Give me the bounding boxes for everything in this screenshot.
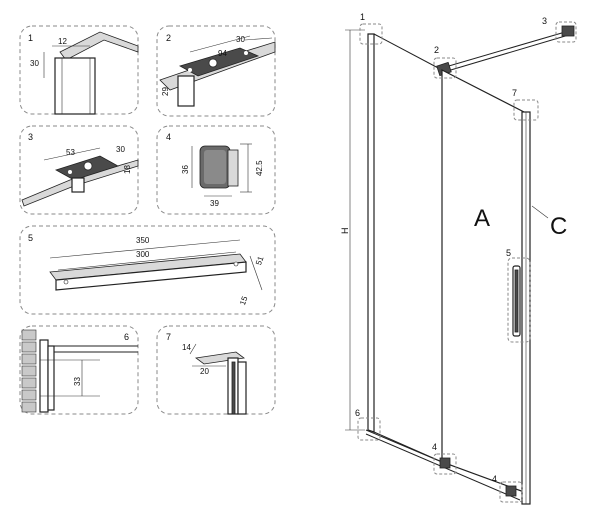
detail-number: 7 — [166, 332, 171, 342]
callout-2: 2 — [434, 45, 439, 55]
fixed-panel-edge — [367, 33, 375, 433]
dimension-20: 20 — [200, 367, 209, 376]
dimension-12: 12 — [58, 37, 67, 46]
detail-panel-2: 2 94 30 29 — [156, 25, 276, 117]
detail-number: 2 — [166, 33, 171, 43]
callout-4a: 4 — [432, 442, 437, 452]
callout-6: 6 — [355, 408, 360, 418]
detail-panel-7: 7 14 20 — [156, 325, 276, 415]
callout-1: 1 — [360, 12, 365, 22]
dimension-30: 30 — [116, 145, 125, 154]
dimension-350: 350 — [136, 236, 150, 245]
dimension-94: 94 — [218, 49, 227, 58]
profile-label-c: C — [550, 213, 567, 240]
dimension-33: 33 — [73, 377, 82, 386]
dimension-29: 29 — [161, 87, 170, 96]
dimension-42-5: 42.5 — [255, 160, 264, 176]
detail-number: 5 — [28, 233, 33, 243]
detail-panel-5: 5 350 300 51 15 — [19, 225, 276, 315]
callout-3: 3 — [542, 16, 547, 26]
detail-panel-4: 4 36 42.5 39 — [156, 125, 276, 215]
stabiliser-bar — [441, 29, 573, 69]
glass-label-a: A — [474, 205, 490, 232]
dimension-51: 51 — [254, 254, 266, 266]
callout-4b: 4 — [492, 474, 497, 484]
door-glass-a — [441, 69, 525, 493]
dimension-30: 30 — [236, 35, 245, 44]
dimension-39: 39 — [210, 199, 219, 208]
detail-number: 6 — [124, 332, 129, 342]
detail-panel-1: 1 12 30 — [19, 25, 139, 115]
height-label: H — [340, 228, 350, 235]
detail-number: 3 — [28, 132, 33, 142]
dimension-53: 53 — [66, 148, 75, 157]
dimension-14: 14 — [182, 343, 191, 352]
dimension-15: 15 — [238, 294, 250, 306]
detail-panel-6: 6 33 — [19, 325, 139, 415]
detail-number: 1 — [28, 33, 33, 43]
dimension-300: 300 — [136, 250, 150, 259]
callout-7: 7 — [512, 88, 517, 98]
main-drawing: H A C 1 2 3 4 — [340, 12, 577, 505]
detail-panel-3: 3 53 30 18 — [19, 125, 139, 215]
dimension-36: 36 — [181, 165, 190, 174]
detail-number: 4 — [166, 132, 171, 142]
dimension-18: 18 — [123, 165, 132, 174]
dimension-30: 30 — [30, 59, 39, 68]
callout-5: 5 — [506, 248, 511, 258]
